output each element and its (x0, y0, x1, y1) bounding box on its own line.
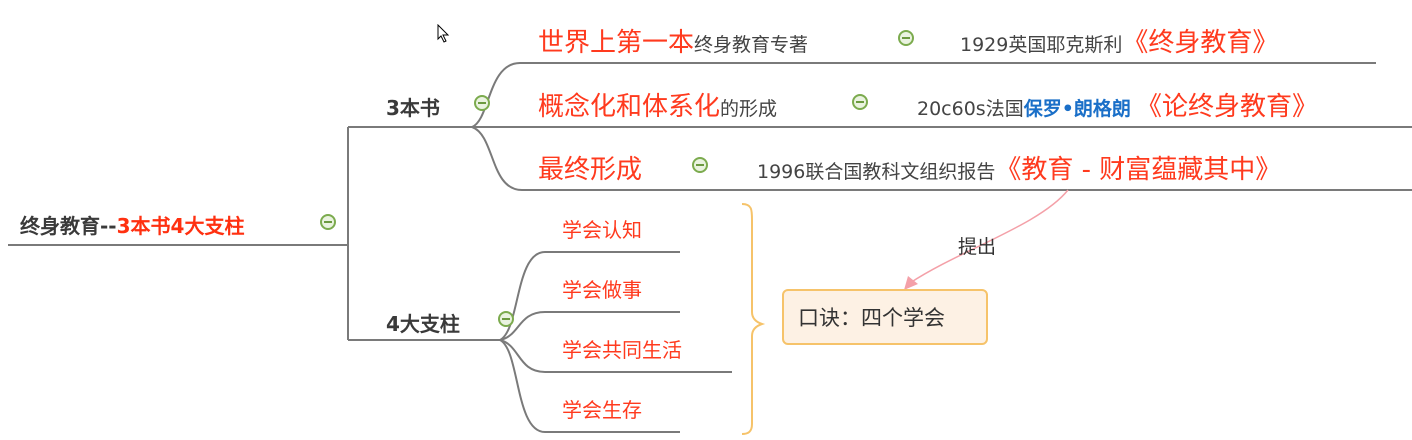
relationship-label[interactable]: 提出 (958, 236, 997, 258)
pillar-item[interactable]: 学会共同生活 (562, 338, 682, 362)
collapse-icon[interactable] (852, 94, 868, 110)
pillar-item[interactable]: 学会生存 (562, 398, 642, 422)
book-topic-3[interactable]: 最终形成 (538, 155, 643, 185)
book-topic-2[interactable]: 概念化和体系化的形成 (538, 92, 778, 122)
root-highlight: 3本书4大支柱 (116, 214, 245, 238)
collapse-icon[interactable] (898, 30, 914, 46)
collapse-icon[interactable] (692, 157, 708, 173)
branch-books[interactable]: 3本书 (386, 96, 440, 120)
pillar-item[interactable]: 学会做事 (562, 278, 642, 302)
collapse-icon[interactable] (320, 214, 336, 230)
mouse-cursor-icon (437, 24, 450, 43)
book-detail-2[interactable]: 20c60s法国保罗•朗格朗 《论终身教育》 (917, 92, 1318, 122)
collapse-icon[interactable] (498, 311, 514, 327)
root-topic[interactable]: 终身教育--3本书4大支柱 (20, 210, 244, 239)
branch-pillars[interactable]: 4大支柱 (386, 312, 460, 336)
collapse-icon[interactable] (474, 95, 490, 111)
root-prefix: 终身教育-- (20, 214, 117, 238)
pillar-item[interactable]: 学会认知 (562, 218, 642, 242)
summary-label: 口诀：四个学会 (798, 306, 945, 330)
book-detail-3[interactable]: 1996联合国教科文组织报告《教育 - 财富蕴藏其中》 (757, 155, 1282, 185)
book-topic-1[interactable]: 世界上第一本终身教育专著 (538, 28, 809, 58)
book-detail-1[interactable]: 1929英国耶克斯利《终身教育》 (960, 28, 1279, 58)
summary-callout[interactable]: 口诀：四个学会 (782, 289, 988, 345)
